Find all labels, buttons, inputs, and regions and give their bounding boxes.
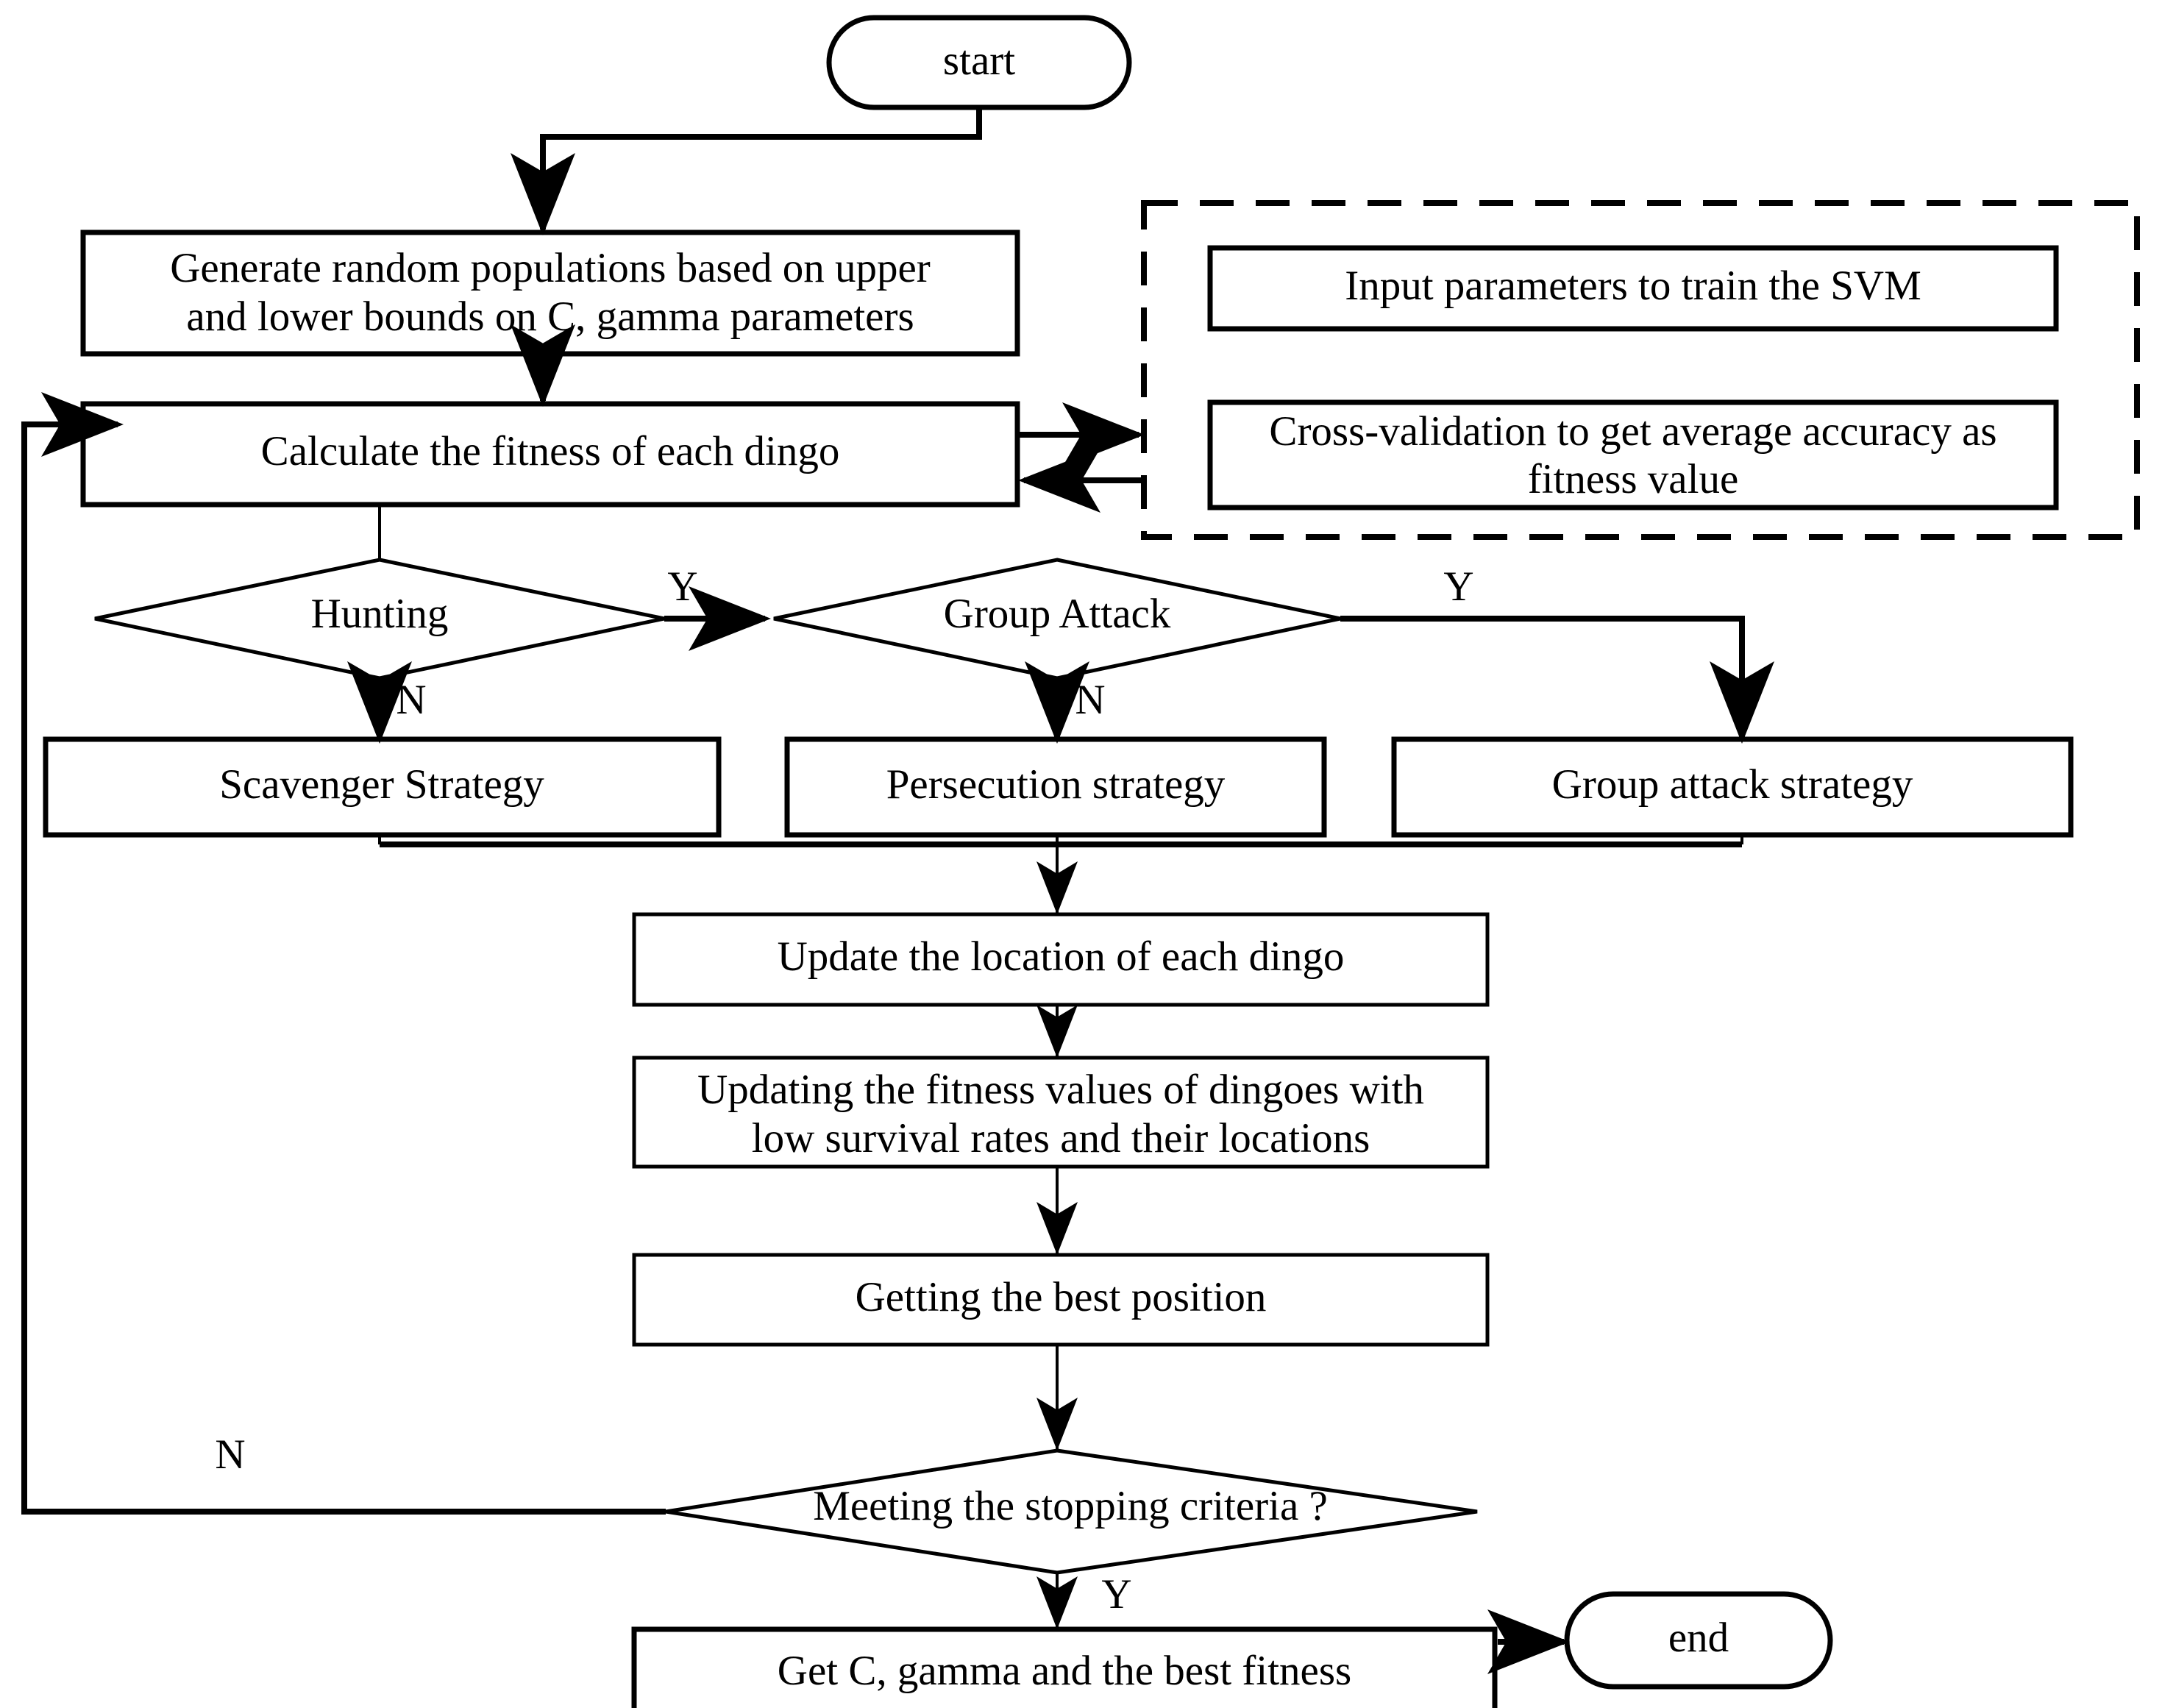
edge-label-hunting-yes: Y: [667, 563, 697, 610]
node-cross-validation-label-line2: fitness value: [1528, 456, 1739, 502]
node-start[interactable]: start: [826, 15, 1132, 110]
node-group-attack-strategy[interactable]: Group attack strategy: [1391, 736, 2074, 838]
node-scavenger-strategy-label: Scavenger Strategy: [219, 761, 544, 808]
edge-group-attack-yes-to-group-attack-strategy: [1340, 616, 1774, 744]
node-cross-validation[interactable]: Cross-validation to get average accuracy…: [1207, 399, 2059, 510]
node-calculate-fitness-label: Calculate the fitness of each dingo: [261, 428, 840, 474]
node-group-attack-decision[interactable]: Group Attack: [773, 558, 1341, 680]
edge-strategies-merge: [378, 835, 1743, 914]
node-group-attack-strategy-label: Group attack strategy: [1552, 761, 1913, 808]
node-get-results[interactable]: Get C, gamma and the best fitness: [631, 1626, 1498, 1708]
edge-stopping-no-loop-back: [21, 392, 666, 1515]
edge-label-stopping-no: N: [215, 1431, 245, 1478]
node-get-results-label: Get C, gamma and the best fitness: [778, 1648, 1351, 1694]
node-input-parameters-label: Input parameters to train the SVM: [1345, 263, 1921, 309]
node-persecution-strategy[interactable]: Persecution strategy: [784, 736, 1327, 838]
node-end[interactable]: end: [1564, 1591, 1833, 1690]
node-update-location[interactable]: Update the location of each dingo: [632, 912, 1490, 1007]
node-generate-populations-label-line2: and lower bounds on C, gamma parameters: [186, 293, 914, 340]
node-persecution-strategy-label: Persecution strategy: [886, 761, 1226, 808]
edge-label-hunting-no: N: [396, 677, 426, 723]
node-getting-best-position-label: Getting the best position: [856, 1274, 1267, 1320]
node-updating-fitness-label-line2: low survival rates and their locations: [752, 1115, 1370, 1161]
node-generate-populations[interactable]: Generate random populations based on upp…: [80, 229, 1020, 357]
node-stopping-criteria-decision[interactable]: Meeting the stopping criteria ?: [665, 1448, 1478, 1575]
node-hunting-decision[interactable]: Hunting: [94, 558, 665, 680]
node-generate-populations-label-line1: Generate random populations based on upp…: [170, 245, 931, 291]
node-update-location-label: Update the location of each dingo: [778, 933, 1345, 980]
edge-label-stopping-yes: Y: [1101, 1571, 1131, 1618]
node-input-parameters[interactable]: Input parameters to train the SVM: [1207, 245, 2059, 332]
node-end-label: end: [1668, 1615, 1729, 1661]
node-updating-fitness[interactable]: Updating the fitness values of dingoes w…: [632, 1056, 1490, 1169]
node-stopping-criteria-label: Meeting the stopping criteria ?: [813, 1483, 1328, 1529]
node-scavenger-strategy[interactable]: Scavenger Strategy: [43, 736, 722, 838]
node-group-attack-decision-label: Group Attack: [944, 591, 1171, 637]
node-cross-validation-label-line1: Cross-validation to get average accuracy…: [1269, 408, 1996, 455]
node-calculate-fitness[interactable]: Calculate the fitness of each dingo: [80, 401, 1020, 508]
node-updating-fitness-label-line1: Updating the fitness values of dingoes w…: [697, 1067, 1424, 1113]
svm-fitness-evaluation-group: [1141, 200, 2140, 540]
node-getting-best-position[interactable]: Getting the best position: [632, 1253, 1490, 1347]
edge-label-group-attack-yes: Y: [1443, 563, 1473, 610]
edge-label-group-attack-no: N: [1075, 677, 1105, 723]
node-hunting-decision-label: Hunting: [311, 591, 449, 637]
edge-start-to-generate: [511, 107, 982, 235]
node-start-label: start: [943, 38, 1015, 84]
